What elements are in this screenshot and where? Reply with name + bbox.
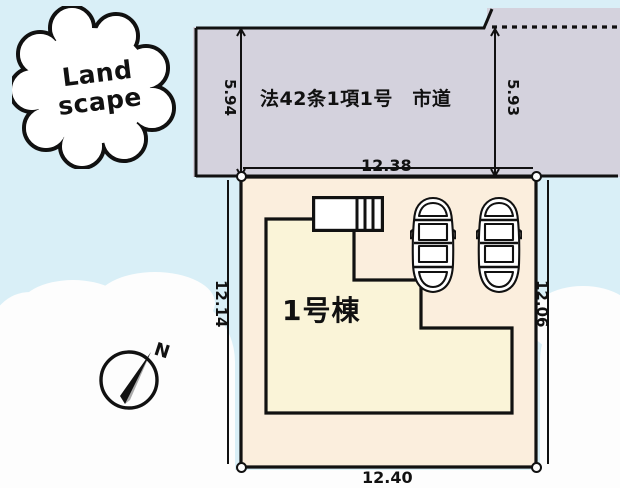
dim-road-left-depth: 5.94 <box>221 78 239 118</box>
dim-road-frontage: 12.38 <box>361 156 412 175</box>
compass-north-icon: N <box>95 338 172 414</box>
boundary-node-top-right <box>531 171 542 182</box>
boundary-node-bottom-right <box>531 462 542 473</box>
car-space-2 <box>475 196 523 294</box>
dim-lot-bottom-width: 12.40 <box>362 468 413 487</box>
boundary-node-top-left <box>236 171 247 182</box>
car-space-1 <box>409 196 457 294</box>
road-region <box>193 27 620 177</box>
entrance-stairs <box>312 196 385 232</box>
landscape-logo: Land scape <box>12 6 182 169</box>
road-fill <box>193 27 620 177</box>
dim-lot-right-side: 12.06 <box>533 280 551 328</box>
boundary-node-bottom-left <box>236 462 247 473</box>
dim-lot-left-side: 12.14 <box>212 280 230 328</box>
cloud-base-strip <box>0 470 620 488</box>
cloud-puff-2 <box>95 272 215 334</box>
svg-text:N: N <box>151 339 171 364</box>
road-notch-fill <box>487 8 620 30</box>
cloud-puff-3 <box>528 286 620 356</box>
building-name-label: 1号棟 <box>282 294 361 327</box>
road-designation-label: 法42条1項1号 市道 <box>260 88 452 110</box>
dim-road-right-depth: 5.93 <box>504 78 522 118</box>
